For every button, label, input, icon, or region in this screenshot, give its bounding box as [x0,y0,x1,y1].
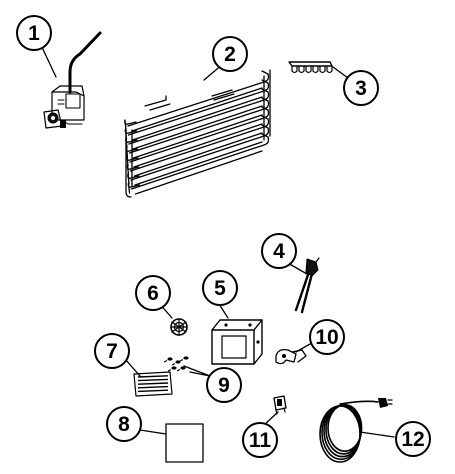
part-10-clip [275,348,307,365]
callout-4: 4 [261,233,297,269]
part-12-cable [319,398,393,463]
part-2-coil [124,69,271,198]
leader-9 [183,365,211,377]
leader-5 [218,303,229,319]
callout-7-number: 7 [106,340,118,363]
callout-6-number: 6 [147,282,159,305]
callout-5: 5 [202,270,238,306]
callout-4-number: 4 [273,240,285,263]
part-5-junction-box [211,319,263,365]
part-4-probe [294,257,320,314]
callout-12: 12 [395,421,431,457]
part-1-unit [43,31,102,129]
callout-8-number: 8 [118,413,130,436]
callout-9: 9 [206,367,242,403]
leader-10 [295,343,311,353]
callout-8: 8 [106,406,142,442]
callout-11: 11 [242,422,278,458]
callout-7: 7 [94,333,130,369]
part-11-switch [273,395,287,415]
callout-10-number: 10 [315,326,338,349]
callout-2: 2 [212,36,248,72]
callout-9-number: 9 [218,374,230,397]
leader-8 [139,429,167,435]
part-7-label [133,371,173,397]
callout-2-number: 2 [224,43,236,66]
callout-5-number: 5 [214,277,226,300]
callout-6: 6 [135,275,171,311]
callout-3-number: 3 [355,77,367,100]
callout-11-number: 11 [249,429,272,452]
part-8-cover-plate [165,423,204,463]
callout-10: 10 [309,319,345,355]
callout-12-number: 12 [401,428,424,451]
part-9-screws [163,356,189,372]
leader-7 [124,358,141,377]
callout-1-number: 1 [28,22,40,45]
leader-3 [332,66,349,79]
part-6-grommet [170,318,188,336]
part-3-connector-strip [288,61,333,74]
leader-12 [359,431,395,438]
callout-3: 3 [343,70,379,106]
callout-1: 1 [16,15,52,51]
